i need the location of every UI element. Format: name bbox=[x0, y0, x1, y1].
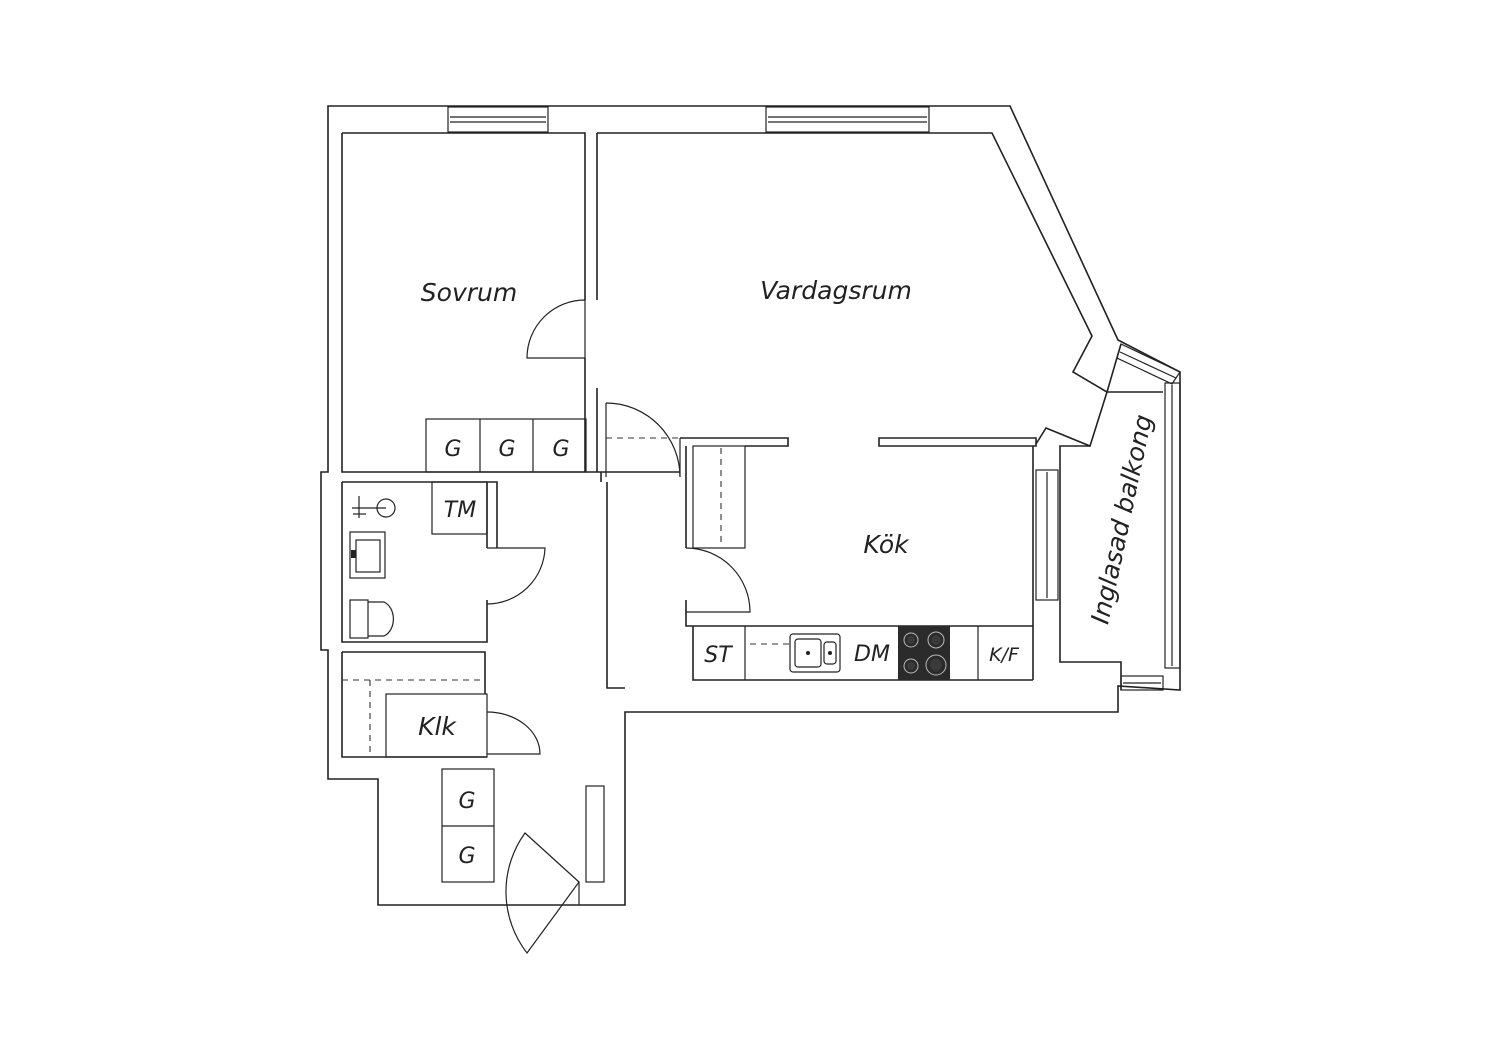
window-kok bbox=[1035, 469, 1059, 601]
window-balkong-side bbox=[1164, 382, 1181, 669]
wardrobe-label: G bbox=[458, 789, 475, 814]
room-label-kok: Kök bbox=[863, 530, 910, 559]
window-sovrum bbox=[447, 106, 549, 133]
wardrobe-label: G bbox=[458, 844, 475, 869]
stove-icon bbox=[898, 626, 950, 680]
diskmaskin-label: DM bbox=[854, 642, 890, 667]
hall-walls bbox=[585, 471, 680, 883]
hall-wardrobes bbox=[441, 768, 495, 883]
door-vardagsrum bbox=[600, 402, 681, 482]
room-label-sovrum: Sovrum bbox=[421, 278, 517, 307]
outer-walls bbox=[320, 105, 1181, 906]
door-klk bbox=[486, 711, 541, 755]
kitchen-sink-icon bbox=[789, 633, 841, 673]
kok-door bbox=[685, 547, 751, 613]
door-entrance bbox=[505, 832, 580, 954]
wardrobe-label: G bbox=[498, 437, 515, 462]
room-label-vardagsrum: Vardagsrum bbox=[760, 276, 912, 305]
door-badrum bbox=[486, 547, 546, 605]
window-balkong-top bbox=[1116, 343, 1181, 385]
tvattmaskin-label: TM bbox=[444, 498, 476, 523]
door-sovrum bbox=[526, 299, 598, 472]
klk-walls bbox=[341, 651, 488, 758]
balkong-walls bbox=[1059, 343, 1163, 690]
room-label-balkong: Inglasad balkong bbox=[1085, 412, 1158, 627]
stadskap-label: ST bbox=[704, 643, 733, 668]
shower-icon bbox=[352, 496, 396, 518]
wardrobe-label: G bbox=[552, 437, 569, 462]
kok-walls bbox=[680, 437, 1037, 681]
sink-icon bbox=[349, 531, 386, 579]
kitchen-counter bbox=[744, 626, 979, 680]
toilet-icon bbox=[349, 599, 394, 639]
badrum-walls bbox=[341, 481, 498, 643]
klk-label: Klk bbox=[418, 712, 457, 741]
sovrum-wardrobes bbox=[425, 418, 587, 473]
kyl-frys-label: K/F bbox=[989, 644, 1020, 666]
kok-pantry bbox=[692, 445, 746, 549]
wardrobe-label: G bbox=[444, 437, 461, 462]
window-vardagsrum bbox=[765, 106, 930, 133]
